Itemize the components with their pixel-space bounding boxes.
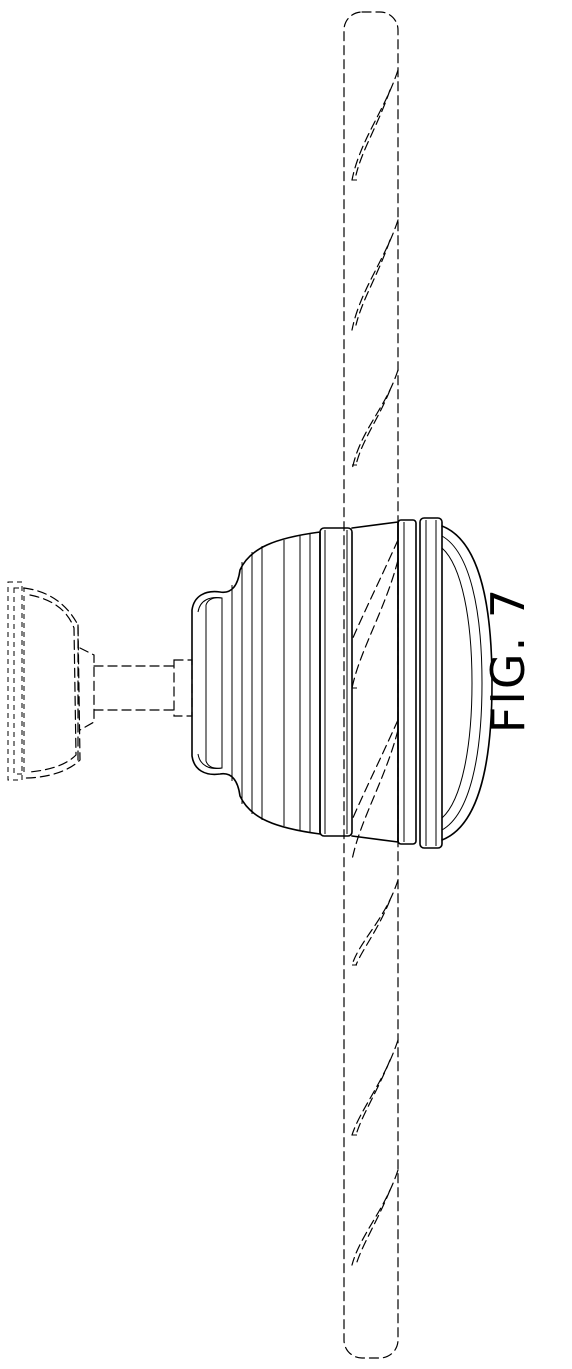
figure-label: FIG. 7 — [481, 587, 535, 733]
motor-housing — [192, 518, 492, 848]
downrod-outline — [80, 648, 192, 730]
ceiling-canopy-outline — [8, 582, 80, 780]
